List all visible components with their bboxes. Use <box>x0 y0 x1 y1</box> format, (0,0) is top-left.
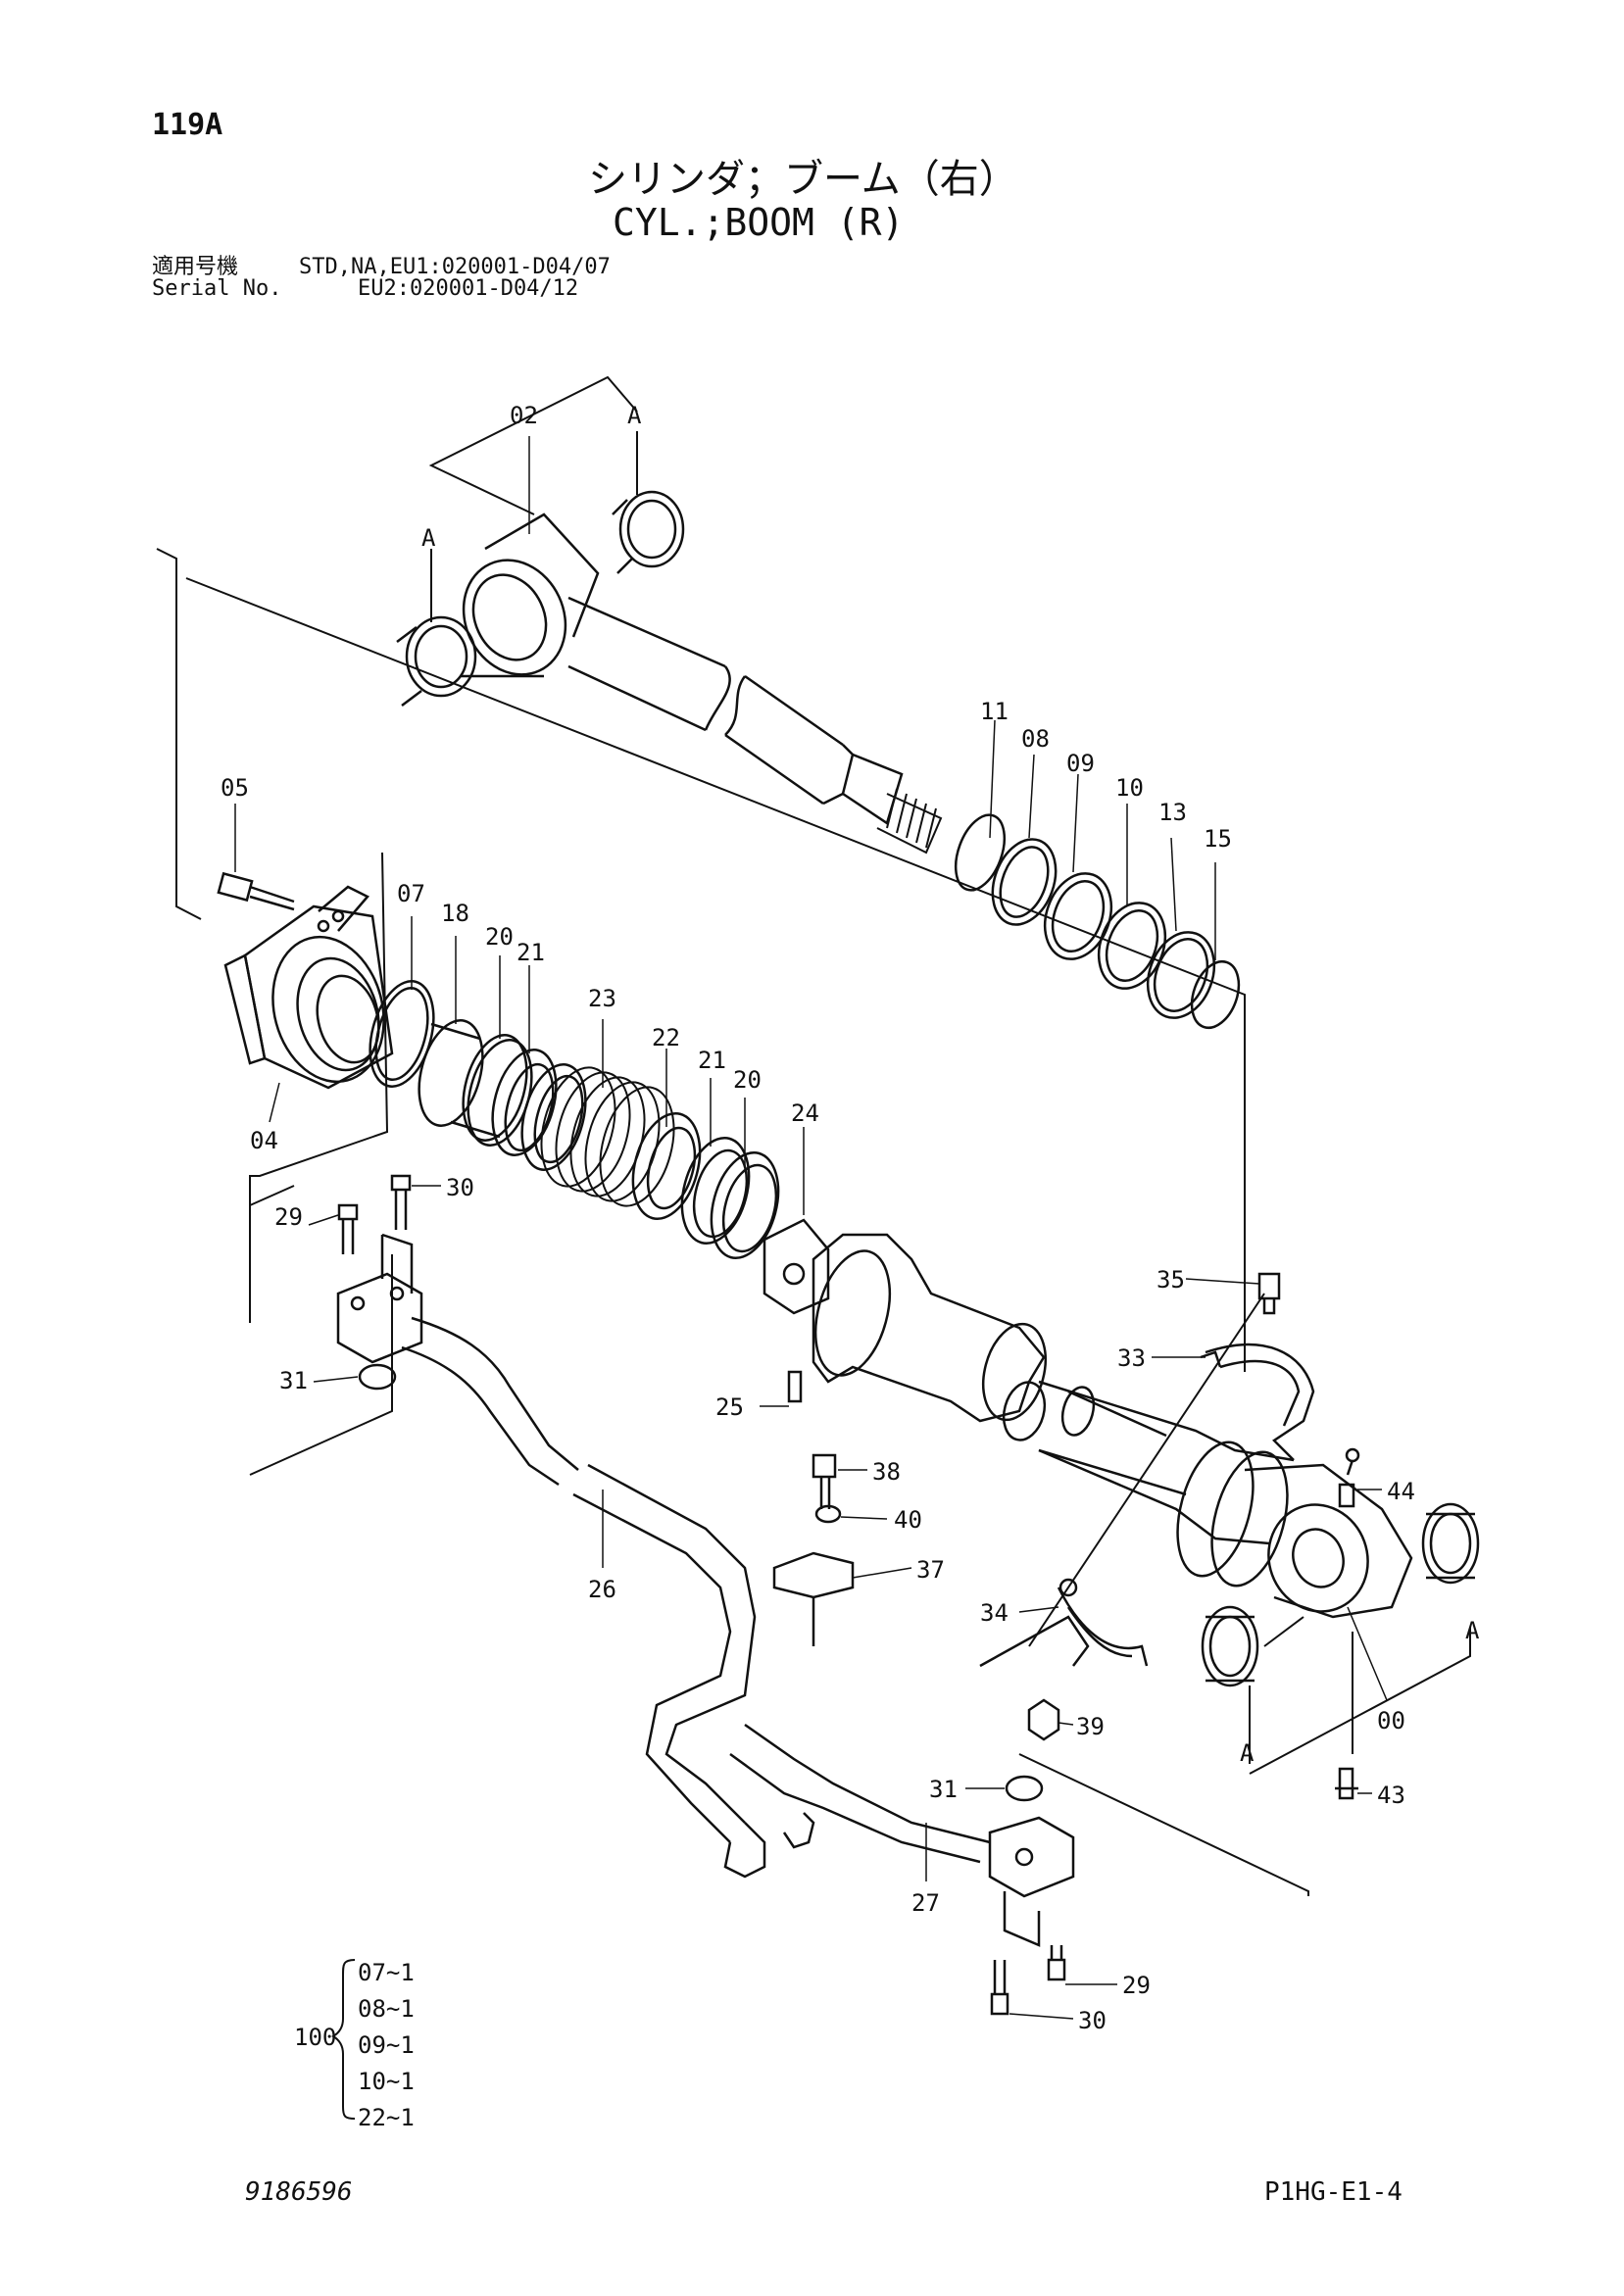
callout-30-lower: 30 <box>1078 2007 1107 2034</box>
callout-35: 35 <box>1156 1266 1185 1294</box>
cylinder-head <box>223 885 394 1090</box>
kit-item: 10~1 <box>358 2068 415 2095</box>
callout-11: 11 <box>980 698 1009 725</box>
document-number: 9186596 <box>245 2177 353 2207</box>
title-japanese: シリンダ；ブーム（右） <box>588 157 1018 202</box>
serial-label-jp: 適用号機 <box>152 255 239 279</box>
callout-20-right: 20 <box>733 1066 762 1094</box>
title-english: CYL.;BOOM (R) <box>613 201 905 244</box>
callout-43: 43 <box>1377 1782 1405 1809</box>
callout-27: 27 <box>911 1889 940 1917</box>
callout-24: 24 <box>791 1099 819 1127</box>
kit-item: 08~1 <box>358 1995 415 2023</box>
callout-02: 02 <box>510 402 538 429</box>
callout-10: 10 <box>1115 774 1144 802</box>
grease-fitting-43 <box>1335 1767 1358 1800</box>
grease-fitting-44 <box>1338 1483 1355 1508</box>
callout-33: 33 <box>1117 1344 1146 1372</box>
callout-18: 18 <box>441 900 469 927</box>
callout-31-upper: 31 <box>279 1367 308 1394</box>
callout-37: 37 <box>916 1556 945 1584</box>
callout-38: 38 <box>872 1458 901 1486</box>
callout-39: 39 <box>1076 1713 1105 1740</box>
nut-39 <box>1027 1698 1060 1741</box>
callout-04: 04 <box>250 1127 278 1154</box>
callout-05: 05 <box>221 774 249 802</box>
pipe-flange-upper <box>336 1233 423 1364</box>
kit-item: 07~1 <box>358 1959 415 1986</box>
callout-08: 08 <box>1021 725 1050 753</box>
callout-40: 40 <box>894 1506 922 1534</box>
kit-item: 22~1 <box>358 2104 415 2131</box>
piston-rod <box>461 513 943 855</box>
page-number: 119A <box>152 108 223 142</box>
callout-A-bottom: A <box>1240 1739 1255 1767</box>
callout-A-top: A <box>627 402 642 429</box>
callout-23: 23 <box>588 985 616 1012</box>
o-ring-31-lower <box>1005 1775 1044 1802</box>
callout-25: 25 <box>715 1393 744 1421</box>
rod-eye-bushings <box>396 490 685 707</box>
leader-lines <box>234 436 1388 2020</box>
callout-09: 09 <box>1066 750 1095 777</box>
callout-29-upper: 29 <box>274 1203 303 1231</box>
serial-line-2: EU2:020001-D04/12 <box>358 276 579 301</box>
callout-34: 34 <box>980 1599 1009 1627</box>
piston-stack <box>418 1019 780 1260</box>
washer-40 <box>814 1504 842 1524</box>
piston-nut <box>763 1218 830 1315</box>
rod-seals <box>954 813 1241 1029</box>
head-bolt <box>217 871 295 911</box>
callout-07: 07 <box>397 880 425 907</box>
pipe-26 <box>401 1316 766 1879</box>
serial-info: 適用号機 STD,NA,EU1:020001-D04/07 Serial No. E… <box>152 257 611 300</box>
callout-00: 00 <box>1377 1707 1405 1734</box>
serial-line-1: STD,NA,EU1:020001-D04/07 <box>299 255 611 279</box>
pipe-flange-lower <box>988 1816 1075 1947</box>
serial-label-en: Serial No. <box>152 276 282 301</box>
callout-21-left: 21 <box>517 939 545 966</box>
callout-20-left: 20 <box>485 923 514 951</box>
cylinder-tube <box>812 1233 1413 1619</box>
figure-code: P1HG-E1-4 <box>1264 2177 1403 2207</box>
bolts-lower <box>990 1945 1066 2016</box>
bolt-38 <box>812 1453 837 1509</box>
callout-A-left: A <box>421 524 436 552</box>
callout-30-upper: 30 <box>446 1174 474 1201</box>
pipe-clamp-34 <box>979 1578 1149 1668</box>
callout-26: 26 <box>588 1576 616 1603</box>
callout-13: 13 <box>1158 799 1187 826</box>
tube-bushings <box>1201 1502 1480 1687</box>
callout-21-right: 21 <box>698 1047 726 1074</box>
kit-items: 07~1 08~1 09~1 10~1 22~1 <box>358 1955 415 2136</box>
bolts-upper <box>337 1174 412 1254</box>
bolt-35 <box>1257 1272 1281 1315</box>
callout-A-right: A <box>1465 1617 1480 1644</box>
kit-label: 100 <box>294 2024 337 2051</box>
callout-15: 15 <box>1204 825 1232 853</box>
clip-37 <box>772 1551 855 1646</box>
set-screw <box>787 1370 803 1403</box>
kit-item: 09~1 <box>358 2031 415 2059</box>
callout-29-lower: 29 <box>1122 1972 1151 1999</box>
callout-31-lower: 31 <box>929 1776 958 1803</box>
o-ring-31-upper <box>358 1363 397 1391</box>
callout-22: 22 <box>652 1024 680 1051</box>
pipe-27 <box>729 1723 991 1864</box>
callout-44: 44 <box>1387 1478 1415 1505</box>
